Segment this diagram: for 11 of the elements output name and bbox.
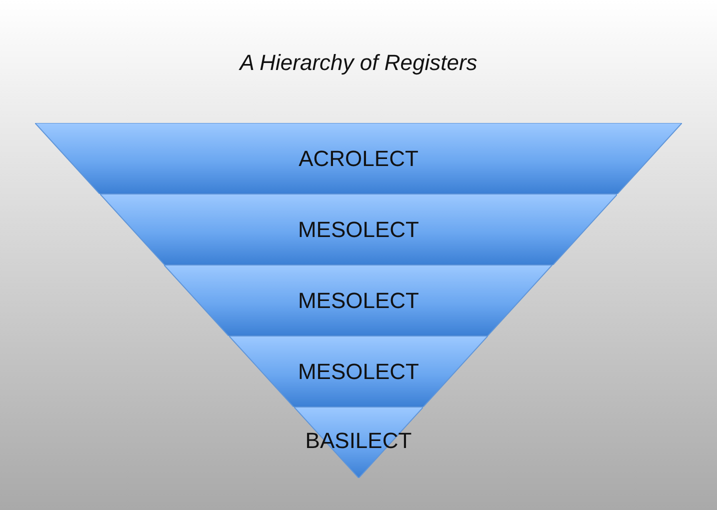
band-label: BASILECT [305,428,412,452]
band-label: MESOLECT [298,216,419,242]
pyramid-band [164,265,553,336]
pyramid-band [35,123,682,194]
pyramid-band [229,336,488,407]
pyramid-tip [294,407,424,478]
band-label: MESOLECT [298,358,419,384]
band-label: ACROLECT [298,146,418,170]
diagram-title: A Hierarchy of Registers [240,50,478,75]
band-label: MESOLECT [298,288,419,312]
pyramid-band [100,194,618,265]
